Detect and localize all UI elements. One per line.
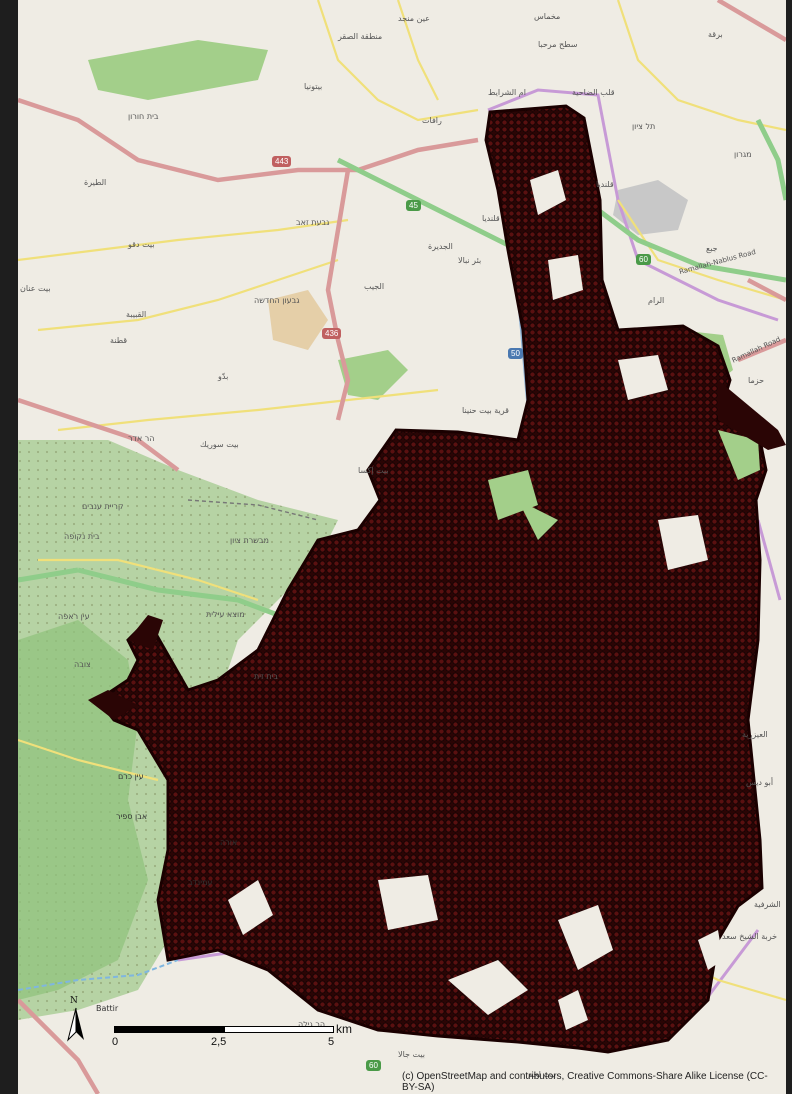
- place-mevaseret: מבשרת ציון: [230, 536, 269, 545]
- park-north: [88, 40, 268, 100]
- place-ora: אורה: [220, 838, 238, 847]
- place-beit-jala: بيت جالا: [398, 1050, 425, 1059]
- attribution-text: (c) OpenStreetMap and contributors, Crea…: [402, 1071, 768, 1093]
- place-beit-duqqu: بيت دقو: [128, 240, 155, 249]
- place-har-gilo: הר גילה: [298, 1020, 326, 1029]
- place-beit-anan: بيت عنان: [20, 284, 51, 293]
- place-qubeiba: القبيبة: [126, 310, 147, 319]
- place-har-adar: הר אדר: [128, 434, 155, 443]
- rail-line-2: [187, 499, 319, 521]
- scale-unit: km: [336, 1022, 352, 1036]
- place-biddu: بدّو: [218, 372, 229, 381]
- road-shield-45: 45: [406, 200, 421, 211]
- place-even-sapir: אבן ספיר: [116, 812, 148, 821]
- place-beit-neqofa: בית נקופה: [64, 532, 100, 541]
- place-qalib-al-dahiya: قلب الضاحية: [572, 88, 615, 97]
- place-qalandiya: قلنديا: [482, 214, 500, 223]
- place-burqa: برقة: [708, 30, 723, 39]
- place-al-tira: الطيرة: [84, 178, 107, 187]
- place-beit-surik: بيت سوريك: [200, 440, 239, 449]
- place-beit-hanina: قرية بيت حنينا: [462, 406, 509, 415]
- place-tel-tzion: תל ציון: [632, 122, 656, 131]
- place-bethlehem: بيت لحم: [528, 1070, 556, 1079]
- map-frame: 443 436 45 50 60 60 Ramallah-Nablus Road…: [18, 0, 786, 1094]
- place-al-ram: الرام: [648, 296, 665, 305]
- place-migron: מגרון: [734, 150, 752, 159]
- place-motza: מוצא עילית: [206, 610, 245, 619]
- place-tzuba: צובה: [74, 660, 91, 669]
- basemap: [18, 0, 786, 1094]
- place-abu-dis: أبو ديس: [746, 778, 774, 787]
- road-shield-436: 436: [322, 328, 342, 339]
- rail-line: [18, 959, 179, 991]
- scale-segment-dark: [114, 1026, 224, 1033]
- primary-roads: [18, 0, 786, 1094]
- place-rafat: رافات: [422, 116, 442, 125]
- place-al-jdeira: الجديرة: [428, 242, 453, 251]
- place-sheikh-saad: خربة الشيخ سعد: [722, 932, 778, 941]
- place-beit-iksa: بيت إكسا: [358, 466, 389, 475]
- place-al-jib: الجيب: [364, 282, 385, 291]
- scale-tick-5: 5: [328, 1036, 335, 1048]
- brown-area: [268, 290, 328, 350]
- road-shield-50: 50: [508, 348, 523, 359]
- road-shield-443: 443: [272, 156, 292, 167]
- place-umm-sharayet: ام الشرايط: [488, 88, 526, 97]
- place-beitunia: بيتونيا: [304, 82, 323, 91]
- scale-bar: 0 2,5 5: [112, 1026, 335, 1056]
- place-aminadav: עמינדב: [188, 878, 213, 887]
- place-hizma: حزما: [748, 376, 765, 385]
- place-qatanna: قطنة: [110, 336, 128, 345]
- place-mukhmas: مخماس: [534, 12, 561, 21]
- gps-points-layer: [88, 104, 786, 1054]
- scale-tick-2-5: 2,5: [211, 1036, 227, 1048]
- place-jaba: جبع: [706, 244, 718, 253]
- place-mantiqat-al-saqr: منطقة الصقر: [338, 32, 383, 41]
- north-arrow-icon: [67, 1007, 84, 1042]
- place-ein-rafa: עין ראפה: [58, 612, 90, 621]
- place-beit-horon: בית חורון: [128, 112, 159, 121]
- place-sateh-marhaba: سطح مرحبا: [538, 40, 578, 49]
- place-al-eizariya: العيزرية: [742, 730, 768, 739]
- place-ein-qiniya: عين منجد: [398, 14, 430, 23]
- place-qalandiya-ar: قلنديا: [596, 180, 614, 189]
- park-mid: [338, 350, 408, 400]
- place-sharafiya: الشرفية: [754, 900, 781, 909]
- place-givat-zeev: גבעת זאב: [296, 218, 330, 227]
- place-battir: Battir: [96, 1004, 119, 1013]
- place-beit-zayit: בית זית: [254, 672, 279, 681]
- scale-segment-light: [224, 1026, 334, 1033]
- north-label: N: [70, 996, 78, 1006]
- scale-tick-0: 0: [112, 1036, 119, 1048]
- road-shield-60-south: 60: [366, 1060, 381, 1071]
- place-givon-hahadasha: גבעון החדשה: [254, 296, 300, 305]
- place-ein-kerem: עין כרם: [118, 772, 144, 781]
- place-bir-nabala: بئر نبالا: [458, 256, 482, 265]
- place-kiryat-anavim: קריית ענבים: [82, 502, 124, 511]
- road-shield-60-north: 60: [636, 254, 651, 265]
